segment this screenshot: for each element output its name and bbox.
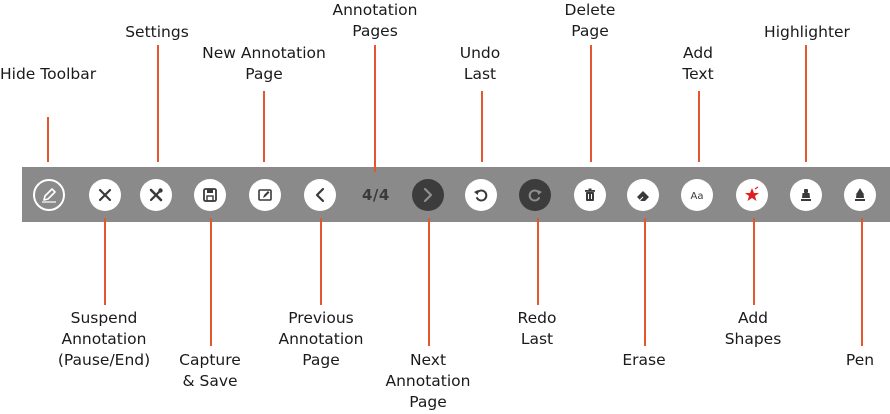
callout-line-capture-save xyxy=(210,218,212,346)
undo-button[interactable] xyxy=(465,179,497,211)
callout-line-new-annotation-page xyxy=(263,91,265,162)
label-line: New Annotation xyxy=(202,44,326,62)
chevron-right-icon xyxy=(423,187,433,203)
callout-line-suspend-annotation xyxy=(104,218,106,305)
label-hide-toolbar: Hide Toolbar xyxy=(0,64,96,85)
callout-line-add-shapes xyxy=(753,218,755,305)
label-settings: Settings xyxy=(117,22,197,43)
trash-icon xyxy=(585,188,595,201)
capture-save-button[interactable] xyxy=(194,179,226,211)
label-line: Page xyxy=(302,351,340,369)
highlighter-icon xyxy=(801,189,811,201)
redo-icon xyxy=(528,189,542,202)
label-line: Settings xyxy=(125,23,189,41)
label-line: Page xyxy=(409,393,447,411)
label-line: Last xyxy=(463,65,497,83)
save-icon xyxy=(203,188,217,202)
previous-page-button[interactable] xyxy=(304,179,336,211)
callout-line-hide-toolbar xyxy=(47,117,49,162)
callout-line-next-annotation-page xyxy=(428,218,430,346)
new-page-icon xyxy=(258,189,272,201)
suspend-annotation-button[interactable] xyxy=(89,179,121,211)
label-line: Hide Toolbar xyxy=(0,65,97,83)
chevron-left-icon xyxy=(315,187,325,203)
eraser-icon xyxy=(637,191,649,201)
label-line: Pages xyxy=(352,22,398,40)
callout-line-annotation-pages xyxy=(374,45,376,172)
callout-line-erase xyxy=(644,218,646,346)
label-erase: Erase xyxy=(619,350,669,371)
undo-icon xyxy=(474,189,488,202)
label-line: Suspend xyxy=(70,309,138,327)
add-text-button[interactable]: Aa xyxy=(681,179,713,211)
pen-button[interactable] xyxy=(844,179,876,211)
callout-line-add-text xyxy=(698,91,700,162)
redo-button[interactable] xyxy=(519,179,551,211)
label-line: Page xyxy=(571,22,609,40)
label-line: Annotation xyxy=(332,1,418,19)
label-line: (Pause/End) xyxy=(57,351,151,369)
label-line: Pen xyxy=(845,351,875,369)
new-annotation-page-button[interactable] xyxy=(249,179,281,211)
label-line: Text xyxy=(682,65,714,83)
callout-line-previous-annotation-page xyxy=(320,218,322,305)
label-line: Undo xyxy=(459,44,501,62)
text-icon: Aa xyxy=(691,191,704,202)
label-line: Capture xyxy=(179,351,241,369)
label-line: Annotation xyxy=(61,330,147,348)
pencil-icon xyxy=(42,188,56,203)
callout-line-redo-last xyxy=(537,218,539,305)
label-line: Redo xyxy=(517,309,557,327)
highlighter-button[interactable] xyxy=(790,179,822,211)
next-page-button[interactable] xyxy=(412,179,444,211)
settings-button[interactable] xyxy=(140,179,172,211)
callout-line-highlighter xyxy=(805,45,807,162)
hide-toolbar-button[interactable] xyxy=(33,179,65,211)
callout-line-pen xyxy=(861,218,863,346)
label-line: Erase xyxy=(622,351,666,369)
label-line: Page xyxy=(245,65,283,83)
svg-text:Aa: Aa xyxy=(691,191,704,202)
label-highlighter: Highlighter xyxy=(759,22,855,43)
close-icon xyxy=(98,188,112,202)
star-icon xyxy=(745,186,759,201)
callout-line-undo-last xyxy=(481,91,483,162)
label-pen: Pen xyxy=(840,350,880,371)
label-line: Delete xyxy=(564,1,616,19)
label-line: Previous xyxy=(288,309,354,327)
label-line: Annotation xyxy=(385,372,471,390)
label-line: Highlighter xyxy=(764,23,850,41)
pen-icon xyxy=(855,188,865,201)
label-line: Shapes xyxy=(724,330,782,348)
callout-line-settings xyxy=(157,45,159,162)
label-capture-save: Capture & Save xyxy=(175,350,245,392)
label-line: Next xyxy=(409,351,447,369)
delete-page-button[interactable] xyxy=(574,179,606,211)
label-line: Annotation xyxy=(278,330,364,348)
label-line: Add xyxy=(682,44,713,62)
page-counter: 4/4 xyxy=(362,186,390,204)
label-line: Last xyxy=(520,330,554,348)
label-line: & Save xyxy=(182,372,238,390)
add-shapes-button[interactable] xyxy=(736,179,768,211)
callout-line-delete-page xyxy=(590,45,592,162)
label-line: Add xyxy=(737,309,768,327)
erase-button[interactable] xyxy=(627,179,659,211)
tools-icon xyxy=(149,188,163,202)
